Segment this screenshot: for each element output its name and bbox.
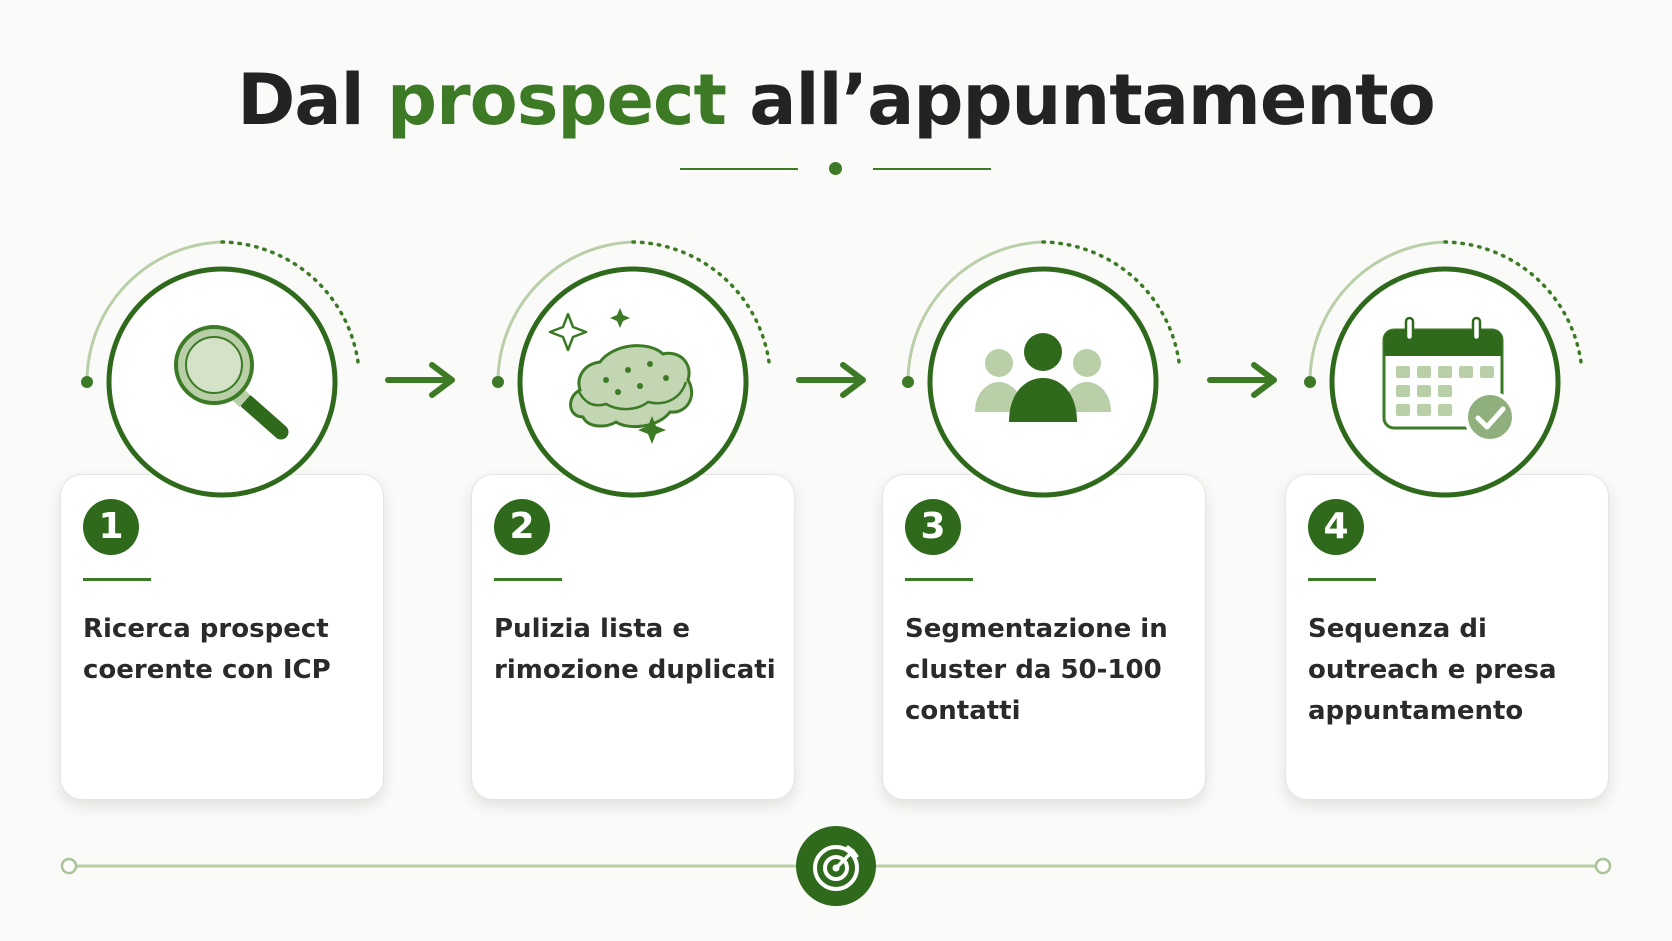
step-card-4: 4 Sequenza di outreach e presa appuntame… xyxy=(1285,474,1609,800)
bottom-timeline xyxy=(60,826,1612,906)
target-icon xyxy=(796,826,876,906)
step-rule xyxy=(83,578,151,581)
step-rule xyxy=(905,578,973,581)
title-accent: prospect xyxy=(386,59,727,141)
title-part-2: all’appuntamento xyxy=(725,59,1435,141)
step-card-1: 1 Ricerca prospect coerente con ICP xyxy=(60,474,384,800)
step-number-badge: 2 xyxy=(494,499,550,555)
step-text: Segmentazione in cluster da 50-100 conta… xyxy=(905,614,1168,726)
divider-dot xyxy=(829,162,842,175)
sponge-sparkle-icon xyxy=(548,308,694,444)
step-number-badge: 3 xyxy=(905,499,961,555)
step-number-badge: 4 xyxy=(1308,499,1364,555)
step-icon-circle-4 xyxy=(1304,240,1583,498)
title-divider xyxy=(680,162,992,176)
title-part-1: Dal xyxy=(237,59,387,141)
step-icon-circle-3 xyxy=(902,240,1181,498)
step-text: Sequenza di outreach e presa appuntament… xyxy=(1308,614,1557,726)
step-rule xyxy=(494,578,562,581)
divider-line-left xyxy=(680,168,798,170)
people-group-icon xyxy=(975,333,1111,422)
arrow-icon xyxy=(385,362,455,398)
step-text: Ricerca prospect coerente con ICP xyxy=(83,614,331,685)
divider-line-right xyxy=(873,168,991,170)
calendar-check-icon xyxy=(1382,316,1516,443)
magnifying-glass-icon xyxy=(174,325,289,440)
step-icon-circle-1 xyxy=(81,240,360,498)
arrow-icon xyxy=(1207,362,1277,398)
step-card-2: 2 Pulizia lista e rimozione duplicati xyxy=(471,474,795,800)
step-card-3: 3 Segmentazione in cluster da 50-100 con… xyxy=(882,474,1206,800)
step-text: Pulizia lista e rimozione duplicati xyxy=(494,614,776,685)
step-rule xyxy=(1308,578,1376,581)
arrow-icon xyxy=(796,362,866,398)
step-number-badge: 1 xyxy=(83,499,139,555)
step-icon-circle-2 xyxy=(492,240,771,498)
page-title: Dal prospect all’appuntamento xyxy=(0,52,1672,148)
